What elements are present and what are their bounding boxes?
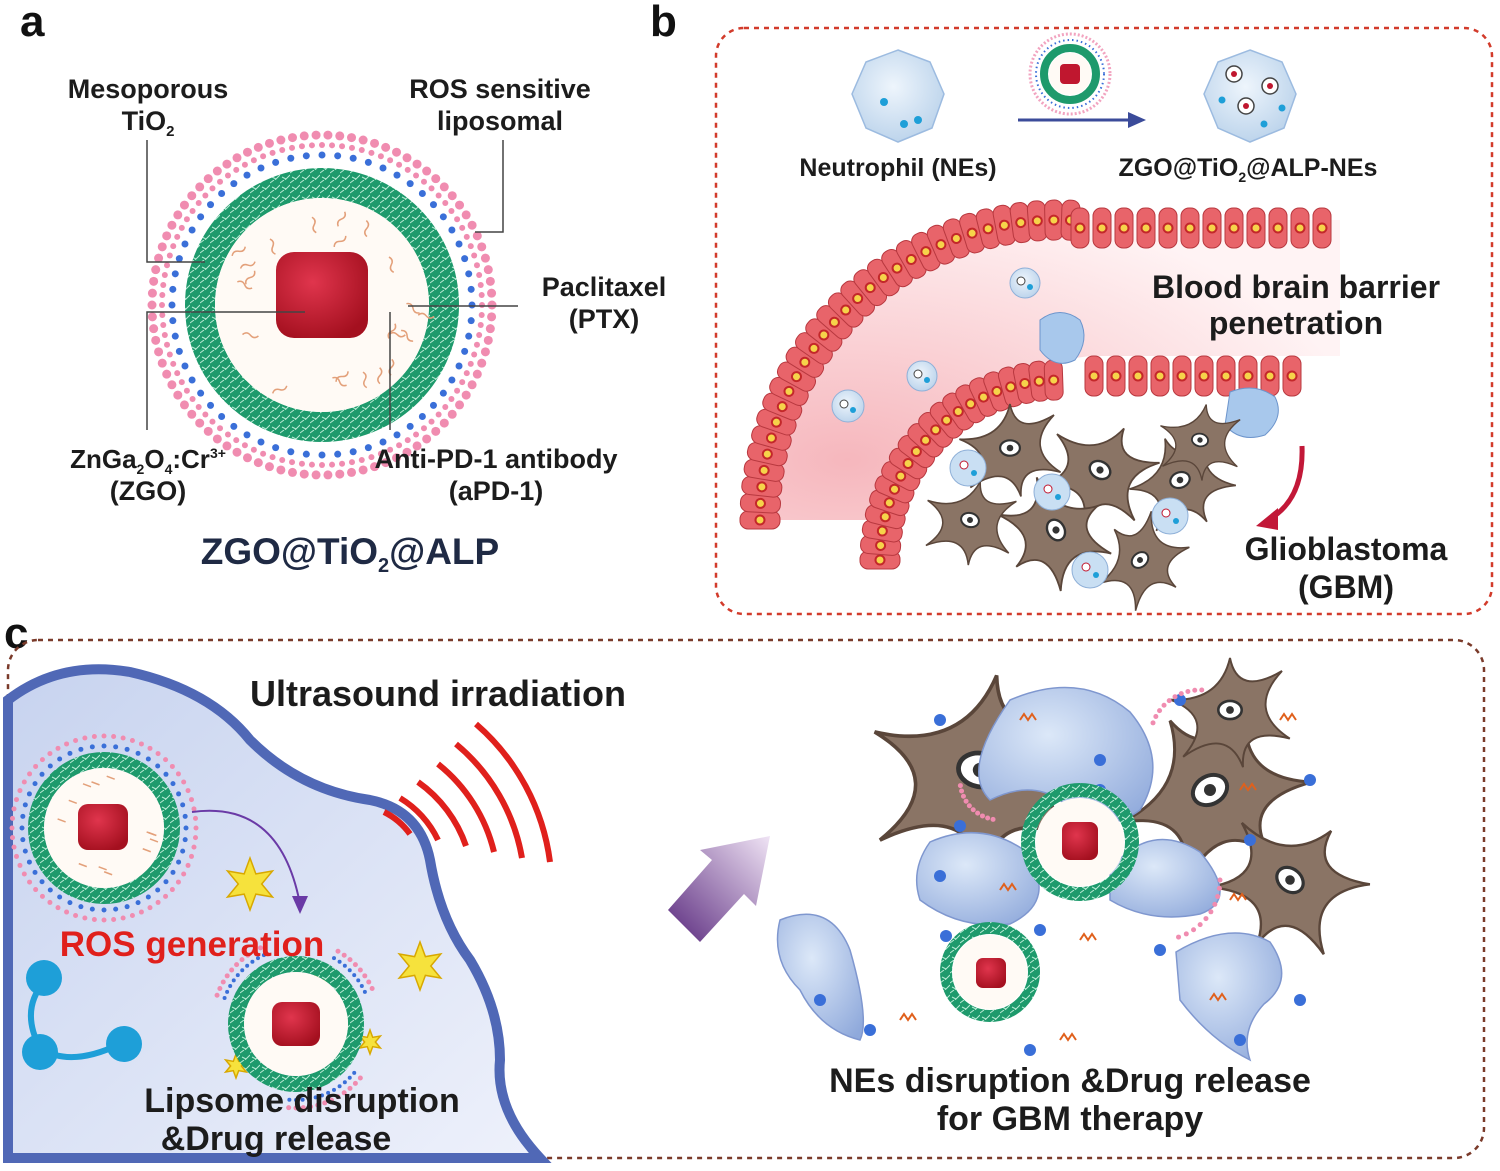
panel-b-letter: b — [650, 0, 677, 46]
label-bbb: Blood brain barrier — [1152, 269, 1440, 305]
panel-a: a Mesoporous TiO2 ROS sensitive liposoma… — [20, 0, 666, 577]
label-ros-sensitive: ROS sensitive — [409, 74, 591, 104]
zgo-nanoparticle — [148, 131, 497, 480]
gbm-arrow — [1268, 446, 1302, 520]
label-gbm-therapy: for GBM therapy — [937, 1100, 1203, 1138]
label-paclitaxel: Paclitaxel — [542, 272, 667, 302]
panel-b: b Neutrophil (NEs) ZGO@TiO2@ALP-NEs — [650, 0, 1492, 623]
label-drug-release: &Drug release — [161, 1120, 392, 1158]
label-ptx: (PTX) — [569, 304, 640, 334]
released-nanoparticle-2 — [946, 928, 1034, 1016]
transition-arrow — [668, 836, 770, 942]
released-nanoparticle-1 — [1028, 790, 1132, 894]
label-ultrasound: Ultrasound irradiation — [250, 673, 626, 714]
label-penetration: penetration — [1209, 305, 1383, 341]
label-anti-pd1: Anti-PD-1 antibody — [375, 444, 618, 474]
loaded-neutrophil — [1204, 50, 1296, 142]
label-gbm: (GBM) — [1298, 569, 1394, 605]
label-glioblastoma: Glioblastoma — [1245, 531, 1448, 567]
transmigrating-neutrophil — [1040, 313, 1084, 364]
panel-a-letter: a — [20, 0, 45, 46]
label-zgo: (ZGO) — [110, 476, 186, 506]
label-neutrophil: Neutrophil (NEs) — [799, 154, 996, 182]
label-lipsome-disruption: Lipsome disruption — [144, 1082, 459, 1120]
label-ros-generation: ROS generation — [60, 925, 324, 964]
label-apd1: (aPD-1) — [449, 476, 544, 506]
label-mesoporous: Mesoporous — [68, 74, 229, 104]
neutrophil-cell — [852, 50, 944, 142]
label-liposomal: liposomal — [437, 106, 563, 136]
extravasated-neutrophil — [1225, 388, 1278, 437]
small-nanoparticle — [1030, 34, 1110, 114]
label-tio2: TiO2 — [122, 106, 175, 140]
label-nes-disruption: NEs disruption &Drug release — [829, 1062, 1311, 1100]
callout-mesoporous — [147, 140, 205, 262]
callout-ros-liposomal — [475, 140, 503, 232]
label-zngao4: ZnGa2O4:Cr3+ — [70, 444, 226, 477]
glioblastoma-cells — [914, 397, 1247, 623]
zgo-core — [276, 252, 368, 338]
gbm-arrowhead — [1256, 508, 1278, 530]
loading-arrowhead — [1128, 112, 1146, 128]
label-loaded-neutrophil: ZGO@TiO2@ALP-NEs — [1119, 154, 1378, 185]
panel-c: c — [4, 609, 1484, 1158]
panel-a-title: ZGO@TiO2@ALP — [201, 531, 499, 577]
